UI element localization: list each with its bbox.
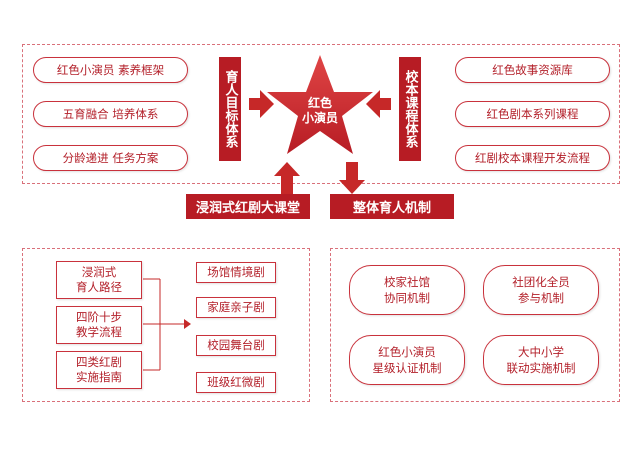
course-item-1: 红色故事资源库 (455, 57, 610, 83)
goal-system-bar: 育人目标体系 (219, 57, 241, 161)
drama-item-2: 家庭亲子剧 (196, 297, 276, 318)
path-box-3: 四类红剧 实施指南 (56, 351, 142, 389)
goal-item-1: 红色小演员 素养框架 (33, 57, 188, 83)
drama-item-3: 校园舞台剧 (196, 335, 276, 356)
bottom-left-up-arrow (274, 162, 300, 194)
mechanism-item-1: 校家社馆 协同机制 (349, 265, 465, 315)
bottom-right-panel (330, 248, 620, 402)
mechanism-item-4: 大中小学 联动实施机制 (483, 335, 599, 385)
star-label: 红色 小演员 (301, 96, 338, 125)
course-system-bar: 校本课程体系 (399, 57, 421, 161)
bottom-right-down-arrow (339, 162, 365, 194)
mechanism-item-3: 红色小演员 星级认证机制 (349, 335, 465, 385)
bracket-connector (143, 278, 184, 371)
drama-item-1: 场馆情境剧 (196, 262, 276, 283)
course-item-2: 红色剧本系列课程 (455, 101, 610, 127)
bottom-left-panel (22, 248, 310, 402)
top-panel (22, 44, 620, 184)
connector-arrowhead (184, 319, 191, 329)
goal-item-3: 分龄递进 任务方案 (33, 145, 188, 171)
star-shape (267, 55, 373, 154)
immersive-classroom-bar: 浸润式红剧大课堂 (186, 194, 310, 219)
left-arrow (249, 90, 274, 118)
drama-item-4: 班级红微剧 (196, 372, 276, 393)
right-arrow (366, 90, 391, 118)
course-item-3: 红剧校本课程开发流程 (455, 145, 610, 171)
path-box-1: 浸润式 育人路径 (56, 261, 142, 299)
path-box-2: 四阶十步 教学流程 (56, 306, 142, 344)
goal-item-2: 五育融合 培养体系 (33, 101, 188, 127)
mechanism-item-2: 社团化全员 参与机制 (483, 265, 599, 315)
education-mechanism-bar: 整体育人机制 (330, 194, 454, 219)
